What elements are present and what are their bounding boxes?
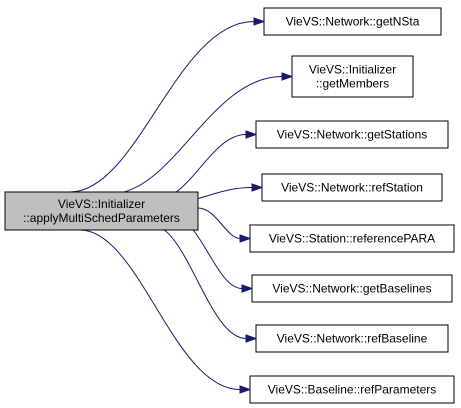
arrowhead-getStations: [245, 130, 258, 139]
target-node-referencePARA-box: [249, 224, 455, 253]
target-node-referencePARA[interactable]: VieVS::Station::referencePARA: [249, 224, 455, 253]
target-node-getMembers-box: [291, 55, 414, 98]
edge-to-getStations: [154, 134, 247, 201]
target-node-getMembers[interactable]: VieVS::Initializer::getMembers: [291, 55, 414, 98]
arrowhead-refParameters: [239, 385, 252, 394]
target-node-refParameters[interactable]: VieVS::Baseline::refParameters: [249, 375, 455, 404]
target-node-getNSta-box: [263, 7, 442, 36]
target-node-referencePARA-label-0: VieVS::Station::referencePARA: [269, 232, 435, 246]
arrowhead-refStation: [251, 183, 264, 192]
source-node-applyMultiSchedParameters-box: [4, 191, 199, 231]
edge-to-referencePARA: [197, 207, 241, 239]
edge-to-refParameters: [79, 229, 241, 390]
arrowhead-getBaselines: [241, 284, 254, 293]
target-node-getNSta[interactable]: VieVS::Network::getNSta: [263, 7, 442, 36]
source-node-applyMultiSchedParameters[interactable]: VieVS::Initializer::applyMultiSchedParam…: [4, 191, 199, 231]
edge-to-getMembers: [109, 76, 283, 195]
arrowhead-refBaseline: [245, 334, 258, 343]
arrowhead-getMembers: [281, 72, 294, 81]
arrowhead-getNSta: [253, 17, 266, 26]
target-node-refBaseline[interactable]: VieVS::Network::refBaseline: [255, 324, 449, 353]
source-node-applyMultiSchedParameters-label-0: VieVS::Initializer: [58, 197, 145, 211]
edge-to-getNSta: [69, 21, 255, 193]
target-node-getStations-box: [255, 120, 449, 149]
target-node-refBaseline-box: [255, 324, 449, 353]
source-node-applyMultiSchedParameters-label-1: ::applyMultiSchedParameters: [23, 211, 180, 225]
call-nodes: VieVS::Initializer::applyMultiSchedParam…: [4, 7, 455, 404]
target-node-refBaseline-label-0: VieVS::Network::refBaseline: [277, 332, 428, 346]
target-node-getMembers-label-1: ::getMembers: [316, 77, 389, 91]
target-node-refParameters-box: [249, 375, 455, 404]
arrowhead-referencePARA: [239, 234, 252, 243]
target-node-refStation-box: [261, 173, 443, 202]
target-node-getBaselines-box: [251, 274, 453, 303]
target-node-getBaselines-label-0: VieVS::Network::getBaselines: [272, 282, 431, 296]
target-node-getNSta-label-0: VieVS::Network::getNSta: [286, 15, 420, 29]
target-node-refParameters-label-0: VieVS::Baseline::refParameters: [268, 383, 437, 397]
target-node-getStations[interactable]: VieVS::Network::getStations: [255, 120, 449, 149]
target-node-getMembers-label-0: VieVS::Initializer: [309, 63, 396, 77]
target-node-refStation-label-0: VieVS::Network::refStation: [281, 181, 423, 195]
target-node-getBaselines[interactable]: VieVS::Network::getBaselines: [251, 274, 453, 303]
target-node-refStation[interactable]: VieVS::Network::refStation: [261, 173, 443, 202]
target-node-getStations-label-0: VieVS::Network::getStations: [277, 128, 428, 142]
